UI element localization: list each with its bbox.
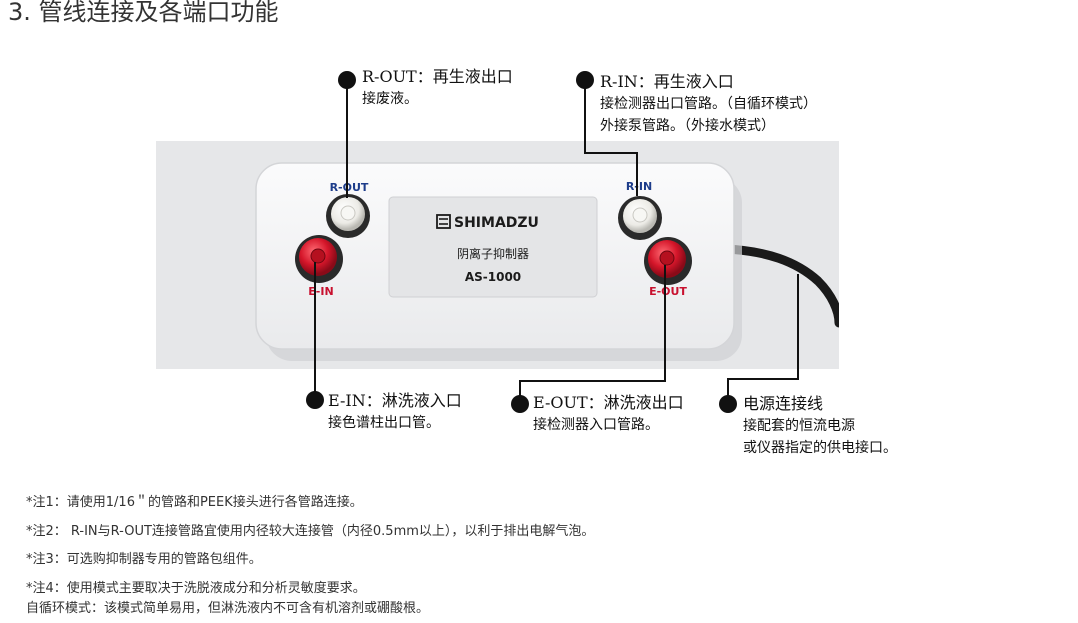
note-3: *注3：可选购抑制器专用的管路包组件。 xyxy=(26,552,262,567)
r-out-port-label: R-OUT xyxy=(330,181,369,194)
r-in-callout-title: R-IN：再生液入口 xyxy=(600,72,734,91)
r-in-callout-line: 外接泵管路。（外接水模式） xyxy=(600,118,775,134)
power-callout-line: 接配套的恒流电源 xyxy=(743,418,855,434)
r-out-callout-title: R-OUT：再生液出口 xyxy=(362,67,513,86)
power-callout-line: 或仪器指定的供电接口。 xyxy=(743,440,897,456)
e-in-callout-line: 接色谱柱出口管。 xyxy=(328,415,440,431)
r-in-port xyxy=(618,196,662,240)
e-in-callout-title: E-IN：淋洗液入口 xyxy=(328,391,462,410)
product-photo: SHIMADZU 阴离子抑制器 AS-1000 R-OUT E-IN R-IN xyxy=(156,141,839,369)
r-in-port-label: R-IN xyxy=(626,180,652,193)
e-out-callout-line: 接检测器入口管路。 xyxy=(533,417,659,433)
note-2: *注2： R-IN与R-OUT连接管路宜使用内径较大连接管（内径0.5mm以上）… xyxy=(26,524,595,539)
r-out-callout-line: 接废液。 xyxy=(362,91,418,107)
note-4: *注4：使用模式主要取决于洗脱液成分和分析灵敏度要求。 xyxy=(26,581,366,596)
note-1: *注1：请使用1/16＂的管路和PEEK接头进行各管路连接。 xyxy=(26,495,363,510)
e-out-callout-title: E-OUT：淋洗液出口 xyxy=(533,393,684,412)
e-in-port xyxy=(295,235,343,283)
r-in-callout-line: 接检测器出口管路。（自循环模式） xyxy=(600,96,817,112)
shimadzu-logo-icon xyxy=(436,214,451,229)
e-out-dot xyxy=(511,395,529,413)
brand-text: SHIMADZU xyxy=(454,215,539,231)
power-leader xyxy=(727,274,799,404)
model-number: AS-1000 xyxy=(465,270,521,284)
product-name: 阴离子抑制器 xyxy=(457,246,529,261)
power-callout: 电源连接线 接配套的恒流电源 或仪器指定的供电接口。 xyxy=(743,393,897,459)
r-out-dot xyxy=(338,71,356,89)
power-dot xyxy=(719,395,737,413)
note-5: 自循环模式：该模式简单易用，但淋洗液内不可含有机溶剂或硼酸根。 xyxy=(26,601,430,616)
power-callout-title: 电源连接线 xyxy=(743,394,824,413)
page-title: 3. 管线连接及各端口功能 xyxy=(8,0,279,26)
power-cable xyxy=(721,244,839,328)
e-out-leader xyxy=(519,265,666,404)
r-out-callout: R-OUT：再生液出口 接废液。 xyxy=(362,66,513,110)
r-in-leader xyxy=(584,80,638,196)
e-out-port xyxy=(644,237,692,285)
e-out-port-label: E-OUT xyxy=(649,285,687,298)
r-out-port xyxy=(326,194,370,238)
r-in-dot xyxy=(576,71,594,89)
e-in-callout: E-IN：淋洗液入口 接色谱柱出口管。 xyxy=(328,390,462,434)
suppressor-illustration: SHIMADZU 阴离子抑制器 AS-1000 R-OUT E-IN R-IN xyxy=(255,162,839,361)
e-in-dot xyxy=(306,391,324,409)
e-out-callout: E-OUT：淋洗液出口 接检测器入口管路。 xyxy=(533,392,684,436)
r-in-callout: R-IN：再生液入口 接检测器出口管路。（自循环模式） 外接泵管路。（外接水模式… xyxy=(600,71,817,137)
label-plate xyxy=(388,196,598,298)
